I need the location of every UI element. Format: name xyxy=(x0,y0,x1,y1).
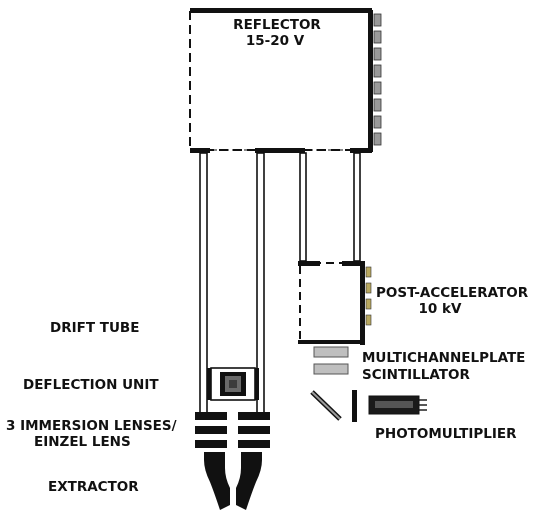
scintillator-label: SCINTILLATOR xyxy=(362,367,470,383)
immersion-lenses-label-line2: EINZEL LENS xyxy=(34,434,131,450)
immersion-lenses-label-line1: 3 IMMERSION LENSES/ xyxy=(6,418,177,434)
multichannelplate-label: MULTICHANNELPLATE xyxy=(362,350,525,366)
extractor-label: EXTRACTOR xyxy=(48,479,139,495)
scintillator xyxy=(313,363,349,375)
deflection-unit xyxy=(207,367,259,401)
extractor xyxy=(204,452,262,510)
immersion-lenses-right xyxy=(238,412,270,448)
immersion-lenses-left xyxy=(195,412,227,448)
reflector-voltage-label: 15-20 V xyxy=(246,33,305,49)
drift-tube-label: DRIFT TUBE xyxy=(50,320,139,336)
multichannelplate xyxy=(313,346,349,358)
post-accelerator xyxy=(298,261,372,345)
post-accelerator-voltage-label: 10 kV xyxy=(419,301,462,317)
deflection-unit-label: DEFLECTION UNIT xyxy=(23,377,159,393)
photomultiplier xyxy=(310,390,427,422)
reflector-electrodes xyxy=(368,10,382,152)
post-accelerator-label: POST-ACCELERATOR xyxy=(376,285,529,301)
photomultiplier-label: PHOTOMULTIPLIER xyxy=(375,426,517,442)
reflector-label: REFLECTOR xyxy=(233,17,321,33)
reflector xyxy=(189,8,382,153)
detector-flight-tube xyxy=(299,152,361,262)
